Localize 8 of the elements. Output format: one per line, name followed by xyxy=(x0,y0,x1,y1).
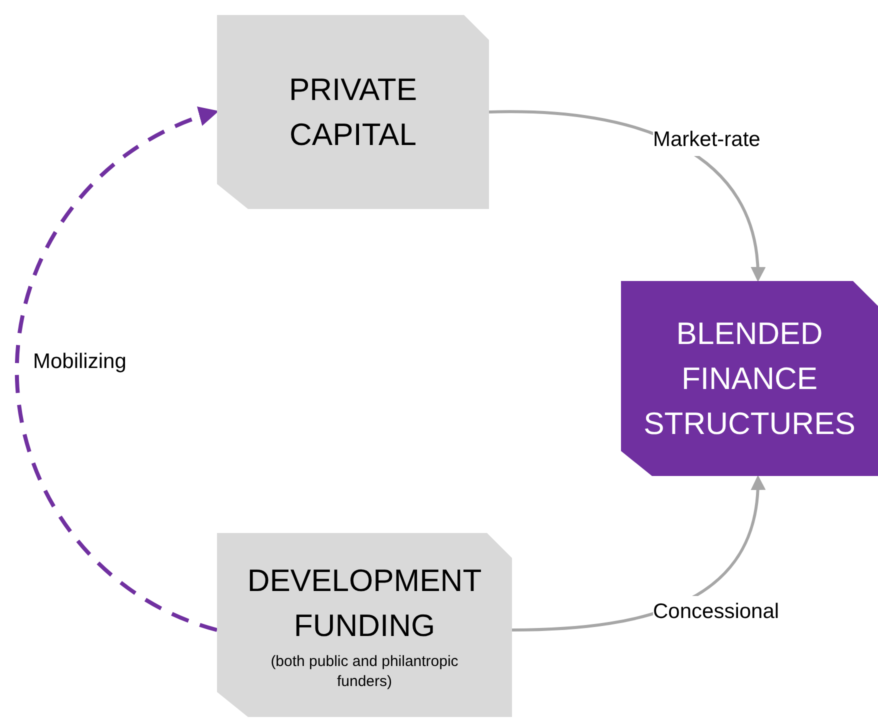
process-box xyxy=(217,15,489,209)
process-box xyxy=(621,281,878,476)
box-title: PRIVATE CAPITAL xyxy=(288,71,418,154)
process-box xyxy=(217,533,512,717)
box-subtitle: (both public and philantropic funders) xyxy=(270,652,460,692)
box-title: DEVELOPMENT FUNDING xyxy=(246,562,483,645)
arrow xyxy=(15,108,219,632)
box-title: BLENDED FINANCE STRUCTURES xyxy=(642,315,856,443)
